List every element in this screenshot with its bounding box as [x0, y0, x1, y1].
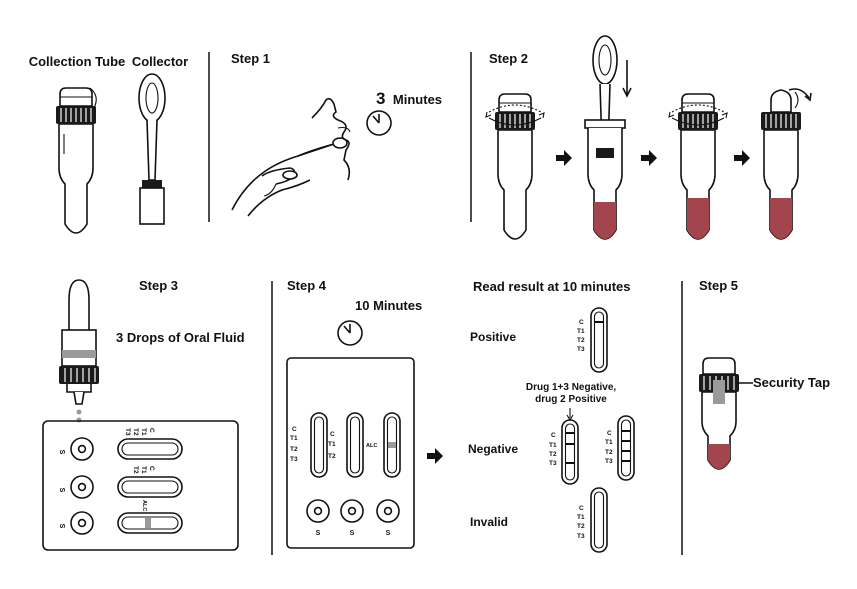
- invalid-strip: C T1 T2 T3: [577, 487, 608, 553]
- s4-strip1-t2: T2: [290, 446, 298, 453]
- step2-label: Step 2: [489, 51, 528, 66]
- s4-strip3-alc: ALC: [366, 443, 377, 449]
- step2-arrow-1: [556, 150, 572, 166]
- pos-t2: T2: [577, 337, 585, 344]
- clock-icon: [366, 110, 392, 136]
- step2-tube-insert: [584, 35, 632, 240]
- step4-clock-icon: [337, 320, 363, 346]
- collector-label: Collector: [132, 54, 188, 69]
- negA-t3: T3: [549, 460, 557, 467]
- step3-dropper-tube: [59, 279, 99, 423]
- step4-to-result-arrow: [427, 448, 443, 464]
- pos-t1: T1: [577, 328, 585, 335]
- positive-strip: C T1 T2 T3: [577, 307, 608, 373]
- inv-t3: T3: [577, 533, 585, 540]
- strip2-t1: T1: [140, 466, 147, 474]
- step2-arrow-2: [641, 150, 657, 166]
- pos-c: C: [579, 319, 584, 326]
- inv-c: C: [579, 505, 584, 512]
- collector-icon: [138, 73, 166, 225]
- negB-t2: T2: [605, 449, 613, 456]
- step4-time: 10 Minutes: [355, 298, 422, 313]
- step2-tube-unscrew: [485, 93, 545, 240]
- negative-note-line2: drug 2 Positive: [535, 394, 607, 405]
- s4-strip2-t2: T2: [328, 453, 336, 460]
- s4-strip1-t3: T3: [290, 456, 298, 463]
- negA-t1: T1: [549, 442, 557, 449]
- read-result-label: Read result at 10 minutes: [473, 279, 631, 294]
- s4-strip1-t1: T1: [290, 435, 298, 442]
- negative-strip-a: C T1 T2 T3: [549, 419, 579, 485]
- strip1-t2: T2: [132, 428, 139, 436]
- inv-t1: T1: [577, 514, 585, 521]
- inv-t2: T2: [577, 523, 585, 530]
- collection-tube-label: Collection Tube: [29, 54, 126, 69]
- s4-well-s-3: S: [386, 530, 391, 537]
- negative-note-line1: Drug 1+3 Negative,: [526, 382, 617, 393]
- strip1-c: C: [148, 428, 155, 433]
- strip2-c: C: [148, 466, 155, 471]
- step1-time-unit: Minutes: [393, 92, 442, 107]
- step5-sealed-tube: [699, 357, 753, 470]
- negB-t3: T3: [605, 458, 613, 465]
- negative-label: Negative: [468, 442, 518, 456]
- invalid-label: Invalid: [470, 515, 508, 529]
- pos-t3: T3: [577, 346, 585, 353]
- well-s-label-2: S: [58, 488, 65, 493]
- s4-strip2-t1: T1: [328, 441, 336, 448]
- well-s-label-1: S: [58, 450, 65, 455]
- strip1-t3: T3: [124, 428, 131, 436]
- s4-strip1-c: C: [292, 426, 297, 433]
- security-tap-label: Security Tap: [753, 375, 830, 390]
- negA-c: C: [551, 432, 556, 439]
- negative-strip-b: C T1 T2 T3: [605, 415, 635, 481]
- step2-arrow-3: [734, 150, 750, 166]
- collection-tube-icon: [55, 87, 97, 234]
- s4-strip2-c: C: [330, 431, 335, 438]
- positive-label: Positive: [470, 330, 516, 344]
- step2-tube-flip: [760, 88, 812, 240]
- step3-label: Step 3: [139, 278, 178, 293]
- step1-time: 3 Minutes: [376, 89, 442, 108]
- strip2-t2: T2: [132, 466, 139, 474]
- step1-time-num: 3: [376, 89, 385, 108]
- step3-drops-label: 3 Drops of Oral Fluid: [116, 330, 245, 345]
- strip1-t1: T1: [140, 428, 147, 436]
- negB-t1: T1: [605, 439, 613, 446]
- negA-t2: T2: [549, 451, 557, 458]
- step5-label: Step 5: [699, 278, 738, 293]
- step1-label: Step 1: [231, 51, 270, 66]
- step3-test-cassette: S S S T3 T2 T1 C T2 T1 C ALC: [42, 420, 239, 551]
- step2-tube-screw: [668, 93, 728, 240]
- face-swab-illustration: [231, 97, 351, 217]
- step4-test-cassette: C T1 T2 T3 C T1 T2 ALC S S S: [286, 357, 415, 549]
- negB-c: C: [607, 430, 612, 437]
- strip3-alc: ALC: [141, 500, 147, 511]
- s4-well-s-1: S: [316, 530, 321, 537]
- collection-tube-label-text: Collection Tube: [29, 54, 126, 69]
- s4-well-s-2: S: [350, 530, 355, 537]
- step4-label: Step 4: [287, 278, 327, 293]
- well-s-label-3: S: [58, 524, 65, 529]
